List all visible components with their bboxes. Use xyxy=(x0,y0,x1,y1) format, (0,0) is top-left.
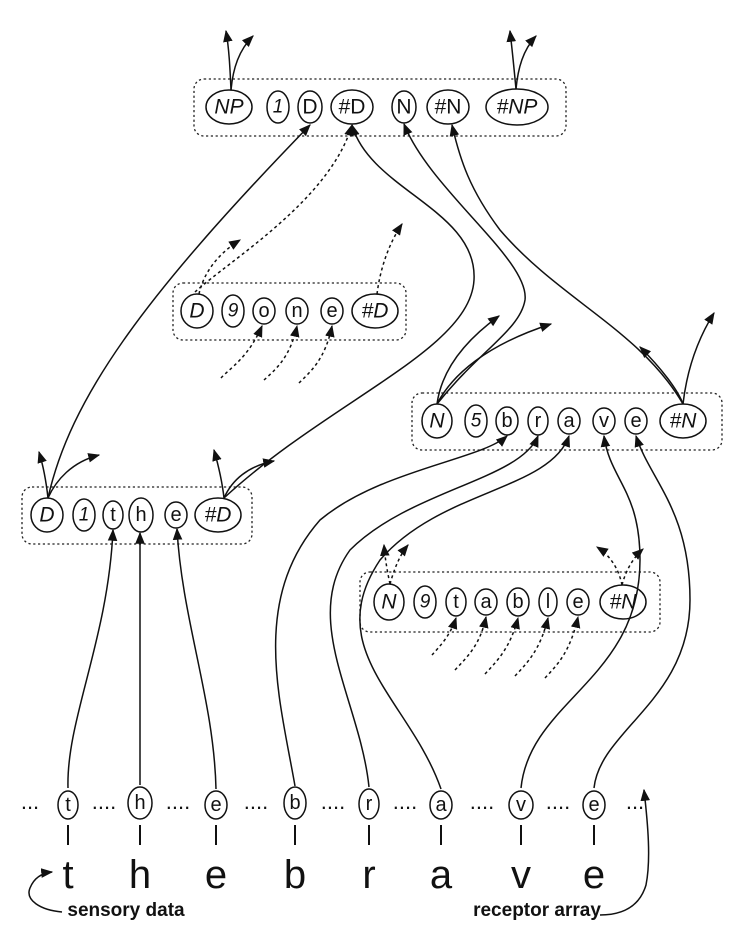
receptor-array-caption: receptor array xyxy=(473,900,601,921)
letter-h: h xyxy=(129,853,151,897)
letter-b: b xyxy=(284,853,306,897)
brave-cell-e: e xyxy=(630,410,641,432)
separator-1: .... xyxy=(92,789,116,814)
np-cell-d: D xyxy=(302,96,317,119)
table-cell-n: N xyxy=(381,591,397,614)
separator-5: .... xyxy=(393,789,417,814)
done-cell-d: D xyxy=(189,300,204,323)
np-cell-1: 1 xyxy=(273,97,284,118)
sensory-data-arrow xyxy=(28,868,63,913)
letter-e: e xyxy=(205,853,227,897)
the-group: D 1 t h e #D xyxy=(30,497,242,533)
np-cell-end-n: #N xyxy=(435,96,462,119)
the-cell-t: t xyxy=(110,504,116,526)
brave-cell-r: r xyxy=(535,410,542,432)
brave-group: N 5 b r a v e #N xyxy=(421,403,707,439)
letter-t: t xyxy=(62,853,73,897)
separator-6: .... xyxy=(470,789,494,814)
brave-cell-v: v xyxy=(599,410,609,432)
separator-4: .... xyxy=(321,789,345,814)
receptor-array-arrow xyxy=(599,788,650,916)
sensory-letters: t h e b r a v e xyxy=(62,853,605,897)
the-cell-d: D xyxy=(39,504,54,527)
table-cell-a: a xyxy=(480,591,492,613)
receptor-ticks xyxy=(67,825,595,845)
separator-0: ... xyxy=(21,789,39,814)
sensory-data-caption: sensory data xyxy=(67,900,185,921)
receptor-v: v xyxy=(516,794,526,816)
separator-2: .... xyxy=(166,789,190,814)
done-group: D 9 o n e #D xyxy=(180,293,399,329)
dotted-input-arrows xyxy=(194,123,581,679)
done-cell-n: n xyxy=(291,300,302,322)
dotted-output-arrows xyxy=(198,223,644,586)
done-cell-end-d: #D xyxy=(362,300,389,323)
table-group-box xyxy=(359,571,661,633)
receptor-e: e xyxy=(210,794,221,816)
brave-group-box xyxy=(411,392,723,451)
the-cell-end-d: #D xyxy=(205,504,232,527)
receptor-b: b xyxy=(289,792,300,814)
done-cell-9: 9 xyxy=(228,301,239,322)
letter-a: a xyxy=(430,853,453,897)
table-cell-t: t xyxy=(453,591,459,613)
receptor-h: h xyxy=(134,792,145,814)
receptor-row: ... t .... h .... e .... b .... r .... a… xyxy=(21,786,644,820)
separator-3: .... xyxy=(244,789,268,814)
receptor-a: a xyxy=(435,794,447,816)
the-cell-1: 1 xyxy=(79,505,90,526)
np-group: NP 1 D #D N #N #NP xyxy=(205,88,549,126)
table-cell-b: b xyxy=(512,591,523,613)
receptor-t: t xyxy=(65,794,71,816)
np-cell-n: N xyxy=(396,96,411,119)
np-cell-np: NP xyxy=(214,96,243,119)
letter-r: r xyxy=(362,853,375,897)
receptor-e2: e xyxy=(588,794,599,816)
letter-e2: e xyxy=(583,853,605,897)
np-cell-end-d: #D xyxy=(339,96,366,119)
table-cell-end-n: #N xyxy=(610,591,638,614)
separator-8: ... xyxy=(626,789,644,814)
brave-cell-5: 5 xyxy=(471,411,482,432)
separator-7: .... xyxy=(546,789,570,814)
the-cell-e: e xyxy=(170,504,181,526)
done-cell-o: o xyxy=(258,300,269,322)
table-cell-e: e xyxy=(572,591,583,613)
table-group: N 9 t a b l e #N xyxy=(373,583,647,621)
receptor-r: r xyxy=(366,793,373,815)
letter-v: v xyxy=(511,853,531,897)
np-group-box xyxy=(193,78,567,137)
brave-cell-end-n: #N xyxy=(670,410,698,433)
brave-cell-b: b xyxy=(501,410,512,432)
brave-cell-n: N xyxy=(429,410,445,433)
table-cell-l: l xyxy=(546,591,550,613)
table-cell-9: 9 xyxy=(420,592,431,613)
done-group-box xyxy=(172,282,407,341)
the-cell-h: h xyxy=(135,504,146,526)
done-cell-e: e xyxy=(326,300,337,322)
brave-cell-a: a xyxy=(563,410,575,432)
np-cell-end-np: #NP xyxy=(497,96,538,119)
connection-wires xyxy=(47,122,691,790)
